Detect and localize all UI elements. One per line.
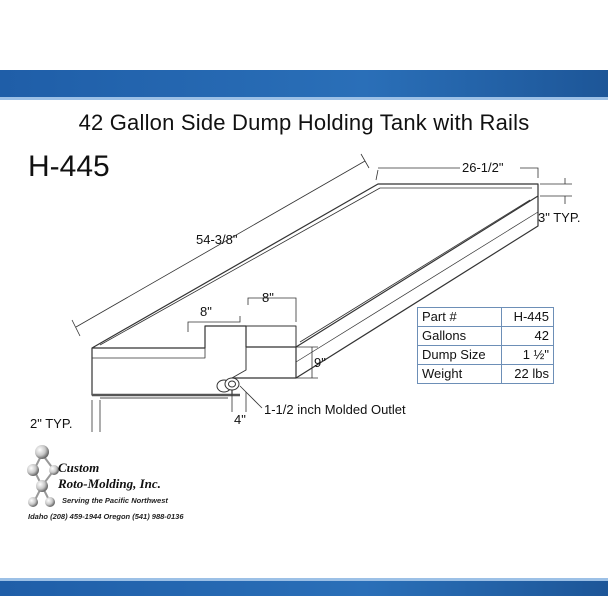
tank-top-ridge <box>99 187 532 346</box>
spec-value: 1 ½" <box>501 345 554 365</box>
company-name-line2: Roto-Molding, Inc. <box>58 476 161 491</box>
dim-outlet <box>231 392 247 412</box>
spec-value: H-445 <box>501 307 554 327</box>
tank-front-face <box>91 347 297 396</box>
spec-label: Dump Size <box>416 345 503 365</box>
tank-side-face <box>295 196 539 379</box>
company-name-line1: Custom <box>58 460 100 475</box>
molded-outlet <box>216 377 240 393</box>
dim-rail-ext <box>540 178 572 204</box>
spec-label: Weight <box>416 364 503 384</box>
spec-value: 22 lbs <box>501 364 554 384</box>
spec-row: Part #H-445 <box>416 307 554 327</box>
dim-rail-label: 3" TYP. <box>538 210 580 225</box>
dim-length-ext1 <box>71 153 370 337</box>
dim-base-label: 2" TYP. <box>30 416 72 431</box>
dim-length-line <box>75 160 366 328</box>
tank-step <box>231 325 297 379</box>
dim-width-label: 26-1/2" <box>462 160 504 175</box>
company-logo-graphic <box>27 445 59 507</box>
company-phones: Idaho (208) 459-1944 Oregon (541) 988-01… <box>28 512 184 521</box>
dim-notch-right <box>247 297 297 322</box>
dim-height <box>296 346 318 379</box>
dim-base <box>91 400 101 432</box>
outlet-label: 1-1/2 inch Molded Outlet <box>264 402 406 417</box>
spec-label: Part # <box>416 307 503 327</box>
dim-notch-left <box>187 316 241 332</box>
company-name: Custom Roto-Molding, Inc. <box>58 460 161 492</box>
dim-notch-left-label: 8" <box>200 304 212 319</box>
tank-inner-ridge <box>299 199 531 343</box>
top-banner <box>0 70 608 100</box>
dim-width-line <box>375 167 539 181</box>
dim-notch-right-label: 8" <box>262 290 274 305</box>
dim-outlet-label: 4" <box>234 412 246 427</box>
tank-side-mid <box>295 211 539 363</box>
tank-front-face-lower <box>92 348 206 359</box>
outlet-leader <box>239 385 263 409</box>
page-title: 42 Gallon Side Dump Holding Tank with Ra… <box>78 110 530 135</box>
company-tagline: Serving the Pacific Northwest <box>62 496 168 505</box>
dim-height-label: 9" <box>314 355 326 370</box>
spec-label: Gallons <box>416 326 503 346</box>
model-number: H-445 <box>28 150 110 183</box>
bottom-banner <box>0 578 608 596</box>
spec-value: 42 <box>501 326 554 346</box>
dim-length-label: 54-3/8" <box>196 232 238 247</box>
